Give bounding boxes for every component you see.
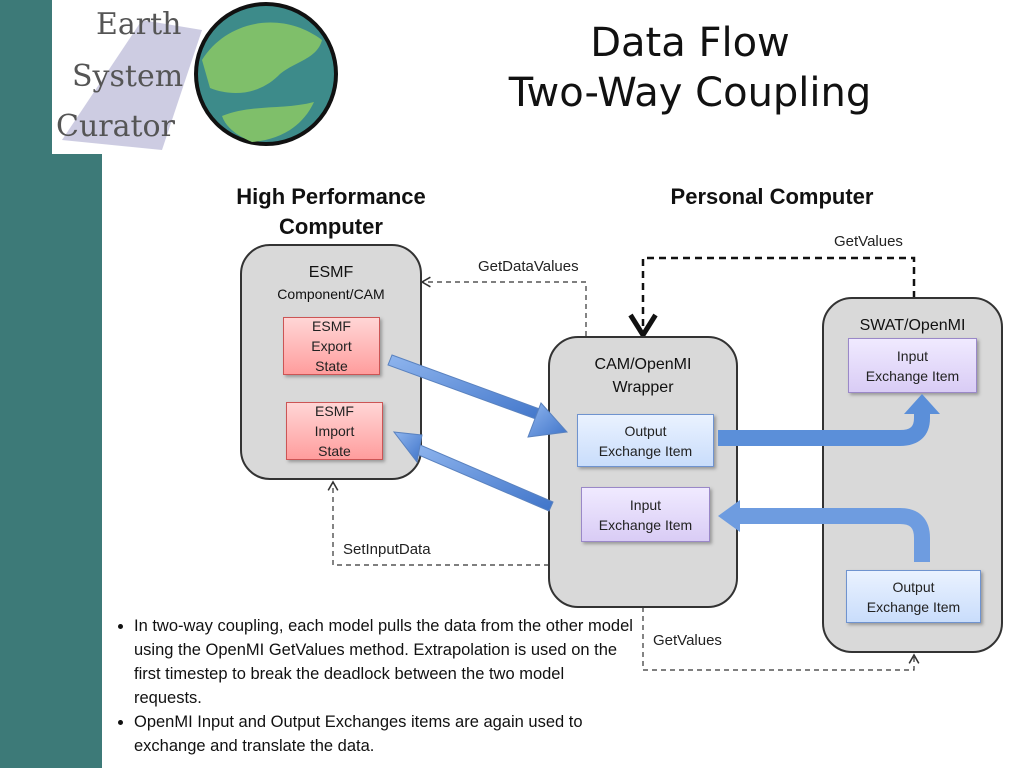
bullet-item: OpenMI Input and Output Exchanges items …	[134, 710, 634, 758]
output-to-swat-input-arrow	[718, 394, 940, 446]
getdatavalues-line	[420, 276, 587, 336]
bullet-item: In two-way coupling, each model pulls th…	[134, 614, 634, 710]
getvalues-top-label: GetValues	[834, 233, 903, 250]
esmf-import-line-2: Import	[314, 423, 355, 439]
cam-title-line-2: Wrapper	[612, 379, 674, 396]
section-pc: Personal Computer	[670, 184, 874, 209]
setinputdata-label: SetInputData	[343, 541, 431, 558]
cam-input-exchange-item: Input Exchange Item	[581, 487, 710, 542]
getvalues-bottom-label: GetValues	[653, 632, 722, 649]
logo-line-1: Earth	[96, 7, 182, 42]
getvalues-bottom-line	[642, 607, 920, 671]
esmf-subtitle: Component/CAM	[277, 286, 385, 302]
esmf-export-state: ESMF Export State	[283, 317, 380, 375]
cam-output-line-2: Exchange Item	[598, 442, 693, 459]
slide-title: Data Flow Two-Way Coupling	[440, 18, 940, 118]
earth-system-curator-logo: Earth System Curator	[52, 0, 342, 154]
swat-output-exchange-item: Output Exchange Item	[846, 570, 981, 623]
logo-graphic	[62, 2, 338, 150]
swat-input-line-2: Exchange Item	[865, 367, 960, 384]
esmf-import-line-1: ESMF	[315, 403, 354, 419]
section-hpc: High Performance Computer	[236, 184, 426, 239]
cam-output-line-1: Output	[624, 422, 667, 439]
logo-line-3: Curator	[56, 109, 175, 144]
esmf-import-state: ESMF Import State	[286, 402, 383, 460]
swat-title: SWAT/OpenMI	[859, 317, 966, 334]
export-to-output-arrow	[387, 354, 569, 438]
swat-input-line-1: Input	[896, 347, 929, 364]
setinputdata-line	[327, 480, 549, 566]
esmf-export-line-1: ESMF	[312, 318, 351, 334]
cam-openmi-panel: CAM/OpenMI Wrapper	[548, 336, 738, 608]
logo-line-2: System	[72, 59, 184, 94]
getvalues-top-line	[628, 256, 916, 340]
esmf-import-line-3: State	[318, 443, 351, 459]
esmf-export-line-2: Export	[311, 338, 352, 354]
esmf-export-line-3: State	[315, 358, 348, 374]
cam-input-line-1: Input	[629, 496, 662, 513]
cam-input-line-2: Exchange Item	[598, 516, 693, 533]
title-line-2: Two-Way Coupling	[508, 70, 872, 116]
getdatavalues-label: GetDataValues	[478, 258, 579, 275]
esmf-title: ESMF	[308, 264, 354, 281]
swat-output-line-2: Exchange Item	[866, 598, 961, 615]
cam-title-line-1: CAM/OpenMI	[594, 356, 692, 373]
input-to-import-arrow	[392, 431, 554, 512]
cam-output-exchange-item: Output Exchange Item	[577, 414, 714, 467]
swat-input-exchange-item: Input Exchange Item	[848, 338, 977, 393]
swat-output-to-input-arrow	[718, 500, 930, 562]
bullet-list: In two-way coupling, each model pulls th…	[112, 614, 634, 758]
title-line-1: Data Flow	[590, 20, 790, 66]
swat-output-line-1: Output	[892, 578, 935, 595]
